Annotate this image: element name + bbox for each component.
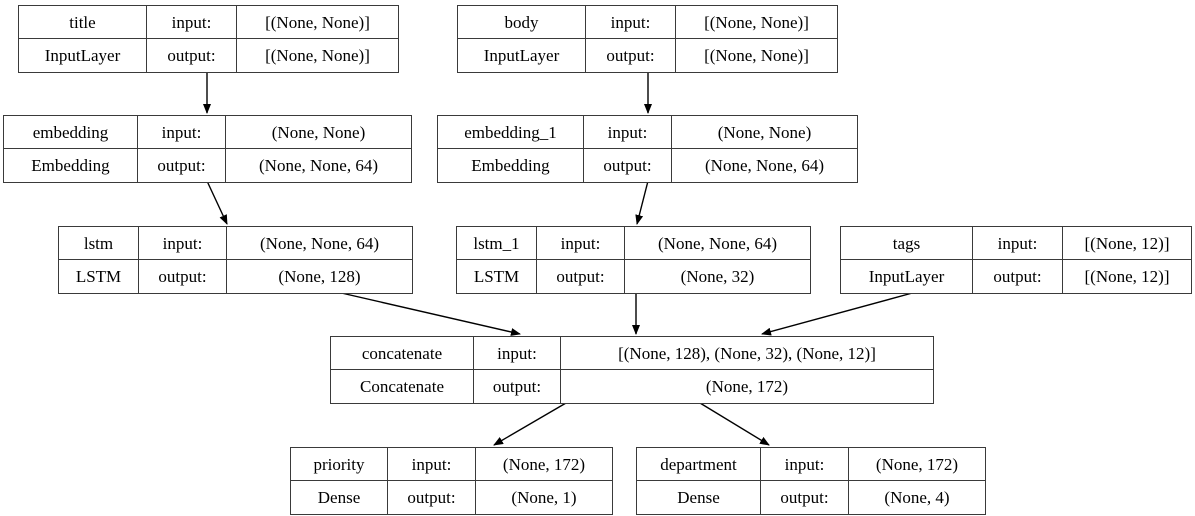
node-input-shape: (None, 172) — [502, 454, 586, 474]
node-output-shape: (None, 1) — [511, 488, 577, 507]
node-output-label: output: — [147, 39, 237, 72]
node-output-shape: [(None, None)] — [265, 46, 370, 65]
node-input-shape: [(None, 12)] — [1084, 233, 1170, 253]
node-output-label: output: — [474, 370, 561, 403]
node-input-label: input: — [388, 448, 476, 480]
node-input-shape: (None, 172) — [875, 454, 959, 474]
node-output-shape: (None, None, 64) — [705, 156, 824, 175]
node-layer-class: Embedding — [438, 149, 584, 182]
node-input-shape: (None, None) — [271, 122, 366, 142]
node-input-label: input: — [761, 448, 849, 480]
node-input-label: input: — [474, 337, 561, 369]
node-layer-class: Embedding — [4, 149, 138, 182]
node-output-label: output: — [761, 481, 849, 514]
node-layer-name: priority — [291, 448, 388, 480]
node-layer-class: InputLayer — [19, 39, 147, 72]
node-input-shape: (None, None) — [717, 122, 812, 142]
node-layer-class: InputLayer — [841, 260, 973, 293]
edge-embedding-to-lstm — [206, 180, 228, 225]
node-output-shape: (None, 172) — [705, 377, 789, 396]
node-layer-name: lstm_1 — [457, 227, 537, 259]
edge-tags-to-concatenate — [761, 291, 917, 336]
node-input-shape: [(None, None)] — [704, 12, 809, 32]
node-input-label: input: — [147, 6, 237, 38]
node-output-label: output: — [586, 39, 676, 72]
edge-concatenate-to-department — [699, 402, 770, 446]
node-output-label: output: — [138, 149, 226, 182]
node-layer-name: embedding_1 — [438, 116, 584, 148]
node-input-label: input: — [584, 116, 672, 148]
node-layer-name: department — [637, 448, 761, 480]
node-layer-class: Dense — [291, 481, 388, 514]
node-layer-class: Dense — [637, 481, 761, 514]
node-output-label: output: — [139, 260, 227, 293]
node-output-shape: (None, None, 64) — [259, 156, 378, 175]
node-output-shape: (None, 128) — [278, 267, 361, 286]
node-layer-name: title — [19, 6, 147, 38]
node-output-label: output: — [584, 149, 672, 182]
node-layer-class: LSTM — [59, 260, 139, 293]
node-output-label: output: — [973, 260, 1063, 293]
node-input-label: input: — [139, 227, 227, 259]
node-layer-name: lstm — [59, 227, 139, 259]
node-layer-name: embedding — [4, 116, 138, 148]
node-output-shape: (None, 32) — [680, 267, 755, 286]
edge-concatenate-to-priority — [493, 402, 567, 446]
node-output-shape: [(None, None)] — [704, 46, 809, 65]
edge-lstm-to-concatenate — [336, 291, 521, 336]
node-layer-name: tags — [841, 227, 973, 259]
node-output-label: output: — [537, 260, 625, 293]
node-input-label: input: — [537, 227, 625, 259]
node-input-shape: [(None, 128), (None, 32), (None, 12)] — [618, 343, 876, 363]
node-input-shape: [(None, None)] — [265, 12, 370, 32]
node-layer-class: InputLayer — [458, 39, 586, 72]
node-input-label: input: — [138, 116, 226, 148]
node-output-shape: (None, 4) — [884, 488, 950, 507]
edge-embedding_1-to-lstm_1 — [635, 180, 649, 225]
node-output-shape: [(None, 12)] — [1084, 267, 1170, 286]
node-input-shape: (None, None, 64) — [260, 233, 379, 253]
node-input-shape: (None, None, 64) — [658, 233, 777, 253]
node-layer-name: body — [458, 6, 586, 38]
node-layer-name: concatenate — [331, 337, 474, 369]
node-layer-class: Concatenate — [331, 370, 474, 403]
node-input-label: input: — [973, 227, 1063, 259]
node-layer-class: LSTM — [457, 260, 537, 293]
node-input-label: input: — [586, 6, 676, 38]
node-output-label: output: — [388, 481, 476, 514]
